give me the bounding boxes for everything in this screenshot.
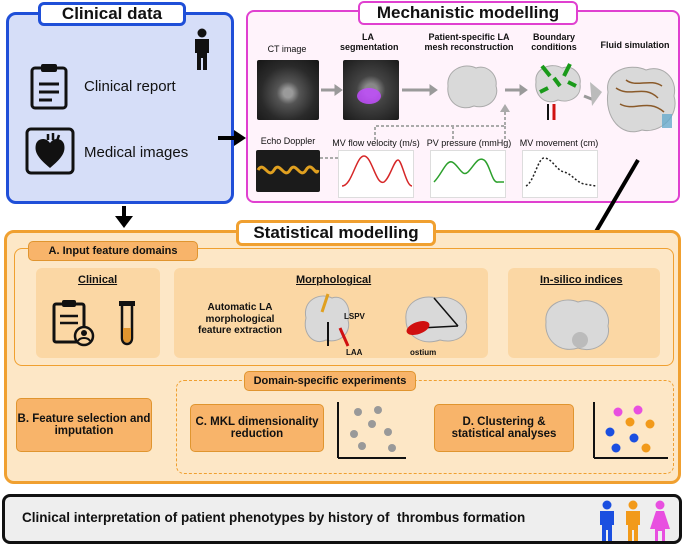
boundary-conditions-shape <box>535 63 581 120</box>
clipboard-icon <box>30 64 68 110</box>
morphological-label: Morphological <box>296 274 372 286</box>
domain-specific-box <box>176 380 674 474</box>
pv-pressure-label: PV pressure (mmHg) <box>426 138 512 148</box>
test-tube-icon <box>119 301 135 346</box>
morph-la-shape <box>304 293 350 347</box>
clustering-box: D. Clustering & statistical analyses <box>434 404 574 452</box>
person-orange-icon <box>626 500 640 541</box>
ostium-label: ostium <box>410 348 437 357</box>
mkl-box: C. MKL dimensionality reduction <box>190 404 324 452</box>
domain-specific-title: Domain-specific experiments <box>244 371 416 391</box>
input-domains-box <box>14 248 674 366</box>
morph-extraction-label: Automatic LA morphological feature extra… <box>198 302 282 336</box>
conclusion-text: Clinical interpretation of patient pheno… <box>22 510 526 525</box>
clinical-record-icon <box>52 300 95 347</box>
statistical-title: Statistical modelling <box>236 220 436 246</box>
clinical-domain-label: Clinical <box>78 274 118 286</box>
pv-pressure-plot <box>430 150 506 198</box>
fluid-simulation-shape <box>606 66 676 133</box>
mechanistic-title: Mechanistic modelling <box>358 1 578 25</box>
person-blue-icon <box>600 500 614 541</box>
clinical-data-title: Clinical data <box>38 2 186 26</box>
mv-movement-label: MV movement (cm) <box>519 138 599 148</box>
segmentation-mask <box>357 88 381 104</box>
clustering-scatter-icon <box>593 402 668 459</box>
la-segmentation-label: LA segmentation <box>340 32 399 53</box>
person-pink-icon <box>650 500 670 541</box>
patient-person-icon <box>195 28 209 70</box>
conclusion-box <box>2 494 682 544</box>
heart-icon <box>25 127 75 175</box>
input-domains-title: A. Input feature domains <box>28 241 198 261</box>
medical-images-label: Medical images <box>84 144 189 161</box>
ostium-la-shape <box>405 296 468 343</box>
pv-pressure-curve <box>433 158 504 183</box>
doppler-trace <box>256 165 320 175</box>
mv-movement-plot <box>522 150 598 198</box>
fluid-simulation-label: Fluid simulation <box>600 40 670 50</box>
echo-doppler-label: Echo Doppler <box>260 136 316 146</box>
mesh-reconstruction-label: Patient-specific LA mesh reconstruction <box>424 32 514 53</box>
laa-label: LAA <box>346 348 363 357</box>
lspv-label: LSPV <box>344 312 365 321</box>
ct-image <box>257 60 319 120</box>
ct-image-label: CT image <box>267 44 307 54</box>
feature-selection-box: B. Feature selection and imputation <box>16 398 152 452</box>
la-mesh-shape <box>447 65 498 109</box>
mkl-scatter-icon <box>337 402 406 459</box>
mv-flow-label: MV flow velocity (m/s) <box>332 138 420 148</box>
mv-flow-curve <box>341 155 413 187</box>
mv-movement-curve <box>525 157 597 187</box>
insilico-la-shape <box>545 299 610 350</box>
clinical-report-label: Clinical report <box>84 78 176 95</box>
boundary-conditions-label: Boundary conditions <box>531 32 577 53</box>
insilico-label: In-silico indices <box>540 274 623 286</box>
